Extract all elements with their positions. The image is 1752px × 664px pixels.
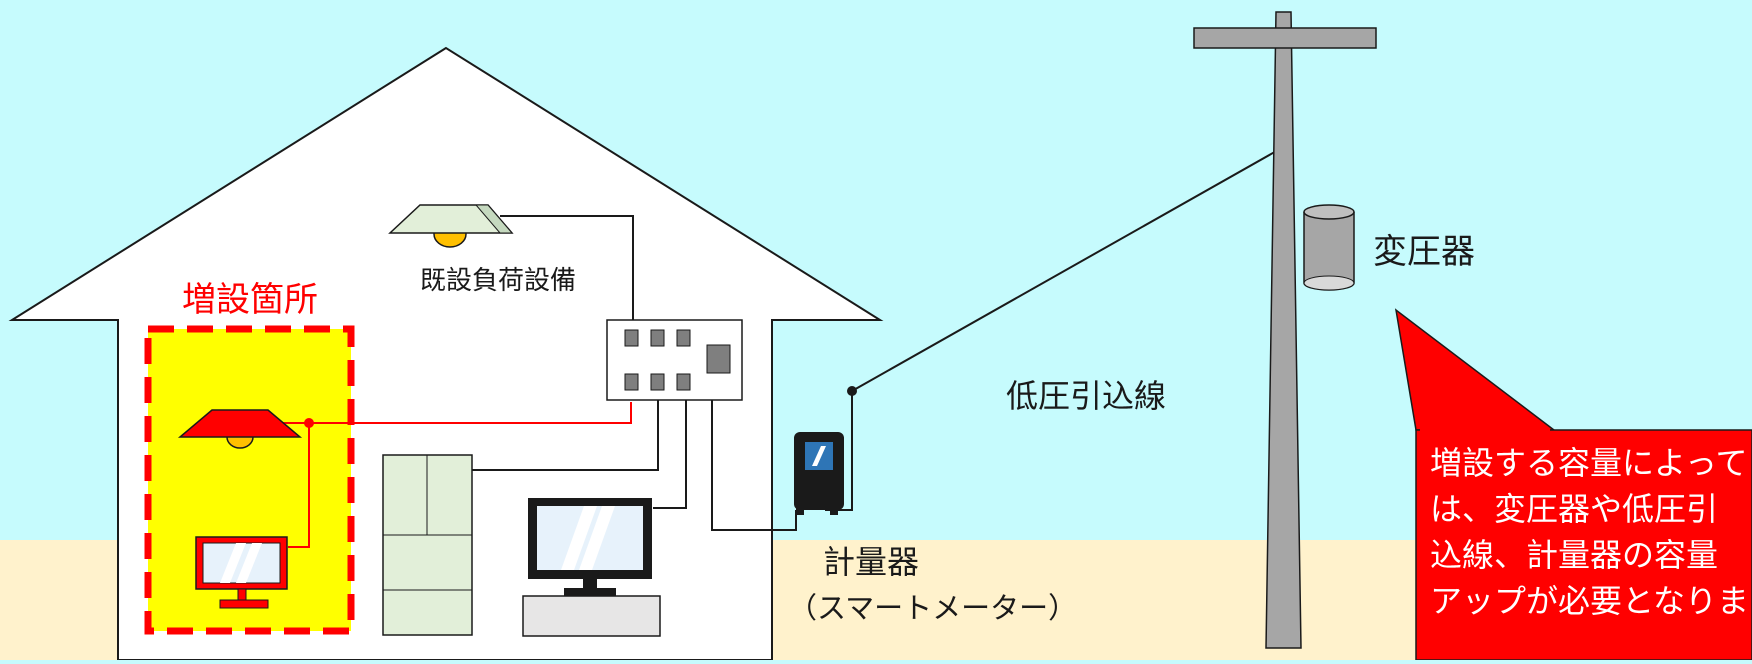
callout-line: 増設する容量によって [1430,444,1748,482]
transformer-label: 変圧器 [1373,232,1475,272]
junction-dot [304,418,314,428]
utility-pole [1193,11,1377,649]
extension-area [144,325,355,635]
computer [522,498,661,637]
smart-meter-device [794,432,844,515]
callout-line: 込線、計量器の容量 [1430,536,1719,574]
transformer [1303,204,1355,291]
new-ceiling-lamp [177,409,303,449]
distribution-board [606,319,743,401]
new-tv [195,536,288,609]
smart-meter-label: （スマートメーター） [788,591,1078,625]
new-wiring [272,402,632,548]
existing-load-label: 既設負荷設備 [420,266,577,296]
meter-label: 計量器 [823,543,920,581]
callout-text: 増設する容量によって は、変圧器や低圧引 込線、計量器の容量 アップが必要となり… [1416,430,1752,660]
service-drop-point [847,386,857,396]
low-voltage-line-label: 低圧引込線 [1006,377,1167,415]
refrigerator [382,454,473,636]
extension-area-label: 増設箇所 [182,280,318,320]
callout-line: アップが必要となります [1430,582,1752,620]
callout-line: は、変圧器や低圧引 [1430,490,1719,528]
existing-ceiling-lamp [388,204,514,248]
existing-wiring [472,144,1288,531]
callout-box [1394,308,1752,661]
